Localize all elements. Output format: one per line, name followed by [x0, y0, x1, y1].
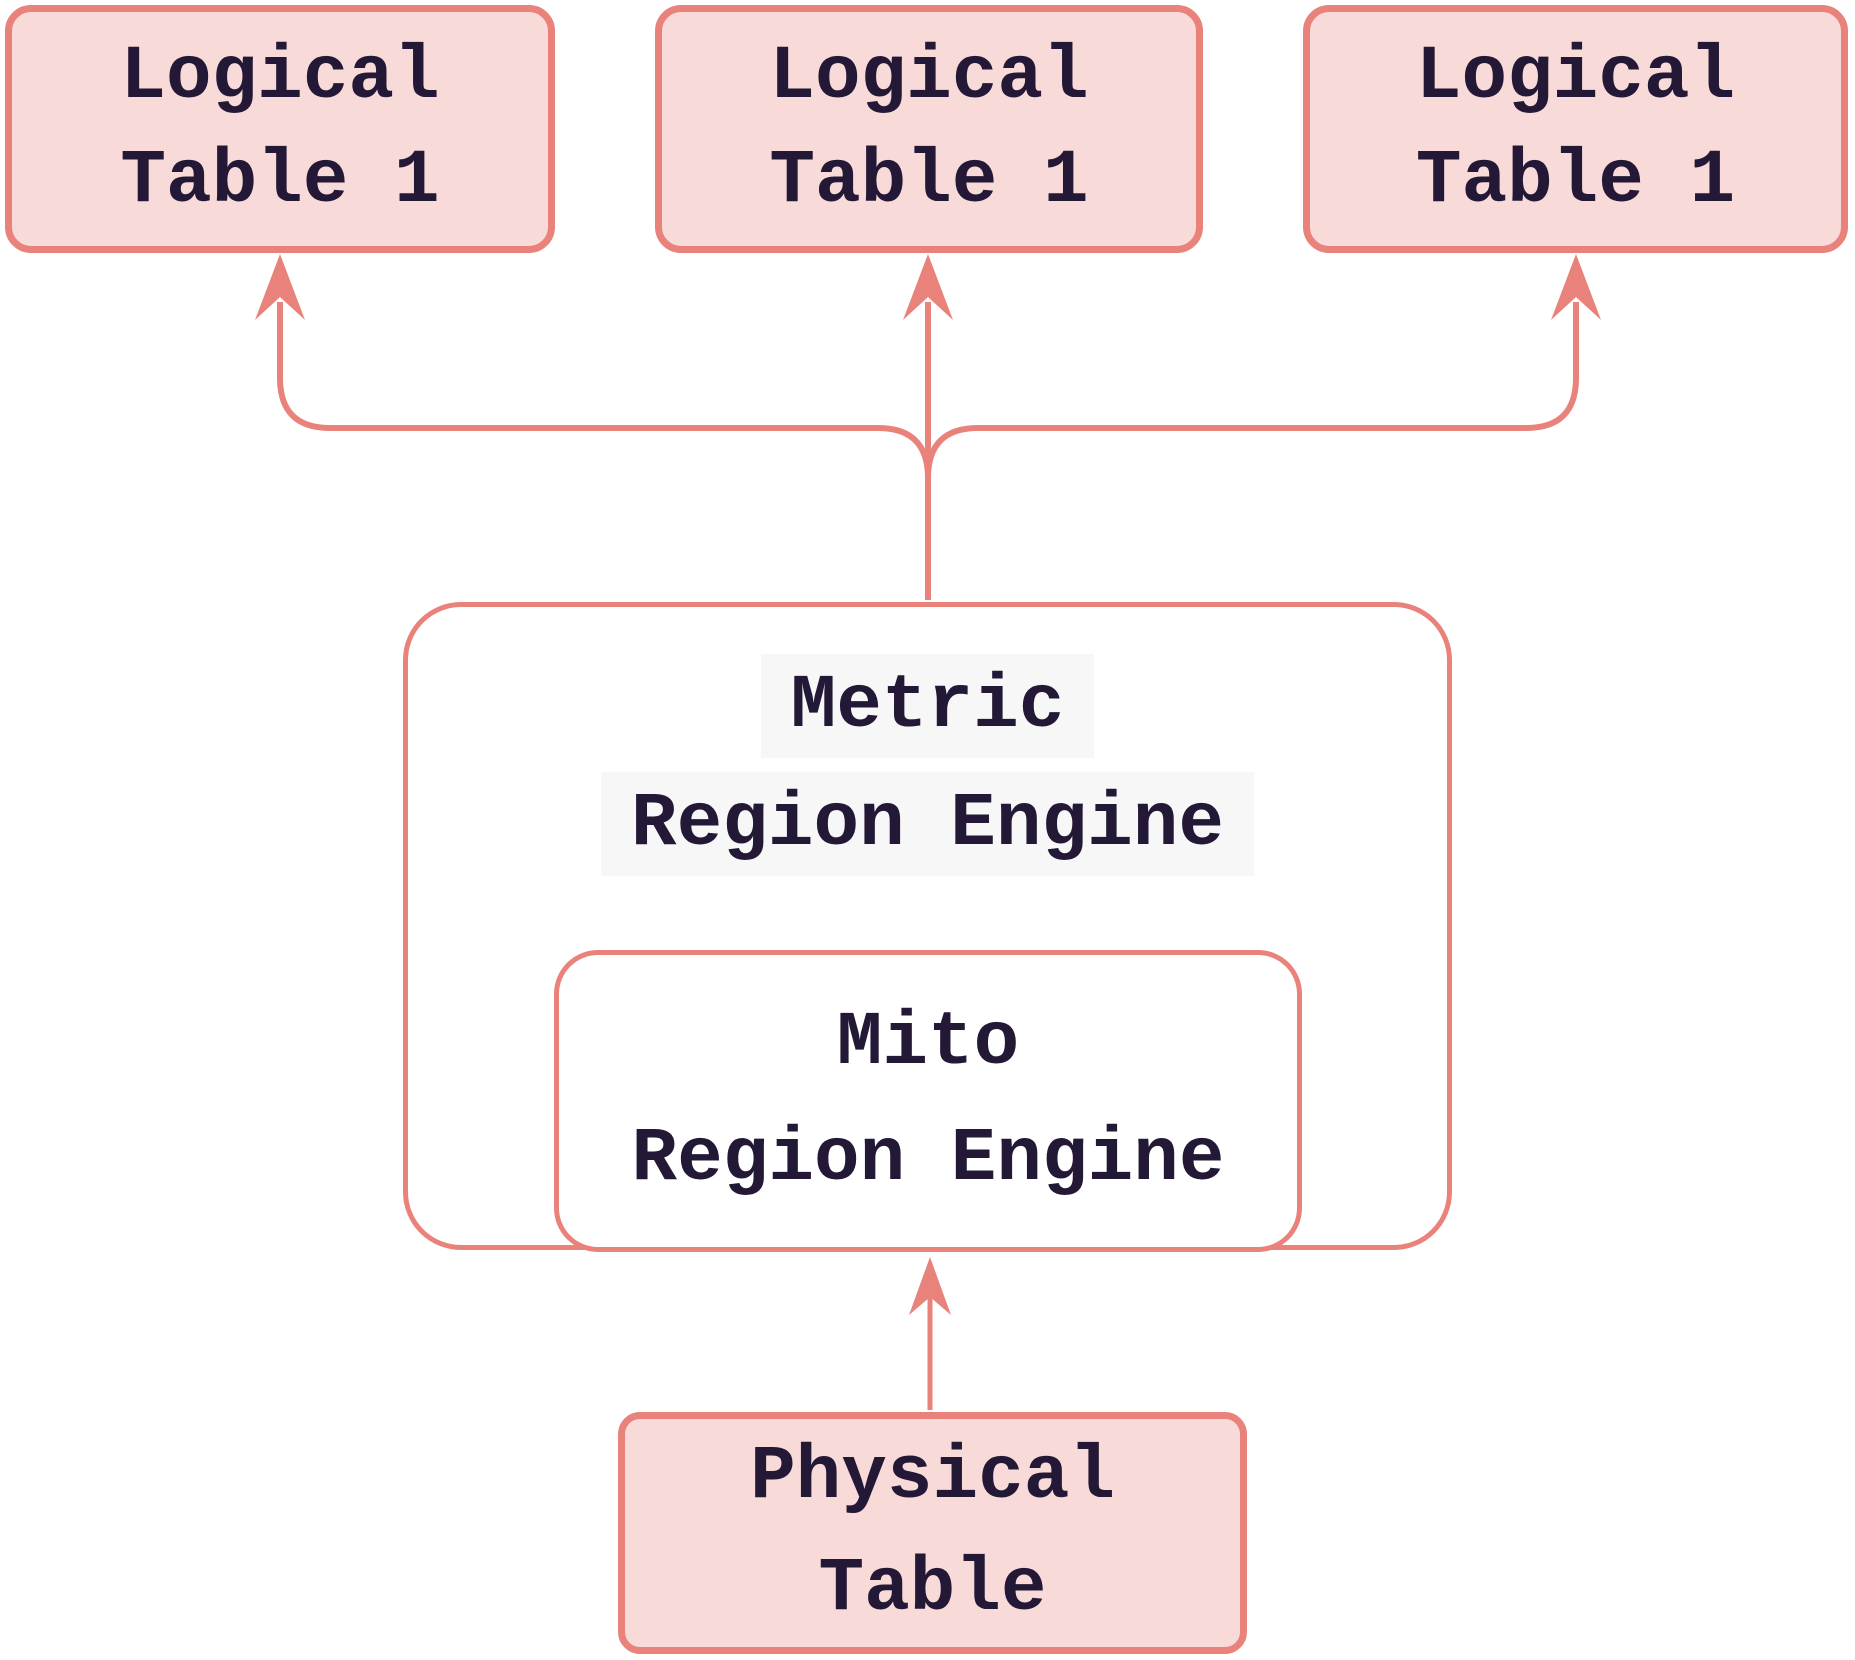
arrowhead-up-physical-icon [909, 1257, 951, 1315]
node-label: Logical Table 1 [1416, 25, 1735, 233]
edge-line-right [925, 302, 1579, 600]
arrowhead-up-center-icon [903, 254, 953, 320]
node-label: Metric Region Engine [601, 607, 1254, 883]
node-label: Mito Region Engine [632, 985, 1225, 1217]
node-label-line2: Table [818, 1546, 1047, 1632]
node-logical-table-center: Logical Table 1 [655, 5, 1203, 253]
node-label-line2: Table 1 [769, 138, 1089, 224]
edge-metric-to-logical-right [925, 254, 1601, 600]
node-mito-region-engine: Mito Region Engine [554, 950, 1302, 1252]
node-label-line2: Region Engine [631, 1116, 1225, 1202]
node-label-line1: Logical [1415, 34, 1736, 120]
arrowhead-up-right-icon [1551, 254, 1601, 320]
node-label-line1: Mito [836, 1000, 1020, 1086]
node-label-line1: Logical [769, 34, 1089, 120]
arrowhead-up-left-icon [255, 254, 305, 320]
node-logical-table-left: Logical Table 1 [5, 5, 555, 253]
node-label-line1: Metric [601, 647, 1254, 765]
highlighted-text: Region Engine [601, 772, 1254, 876]
node-label: Logical Table 1 [769, 25, 1088, 233]
edge-metric-to-logical-center [903, 254, 953, 478]
highlighted-text: Metric [760, 654, 1095, 758]
node-label-line2: Table 1 [120, 138, 440, 224]
node-label-line2: Region Engine [601, 765, 1254, 883]
node-label: Physical Table [750, 1421, 1115, 1645]
node-label: Logical Table 1 [120, 25, 439, 233]
edge-metric-to-logical-left [255, 254, 931, 600]
edge-line-left [277, 302, 931, 600]
node-label-line1: Logical [120, 34, 440, 120]
node-label-line1: Physical [750, 1434, 1115, 1520]
node-physical-table: Physical Table [618, 1412, 1247, 1654]
node-logical-table-right: Logical Table 1 [1303, 5, 1848, 253]
edge-physical-to-mito [909, 1257, 951, 1410]
node-label-line2: Table 1 [1415, 138, 1736, 224]
